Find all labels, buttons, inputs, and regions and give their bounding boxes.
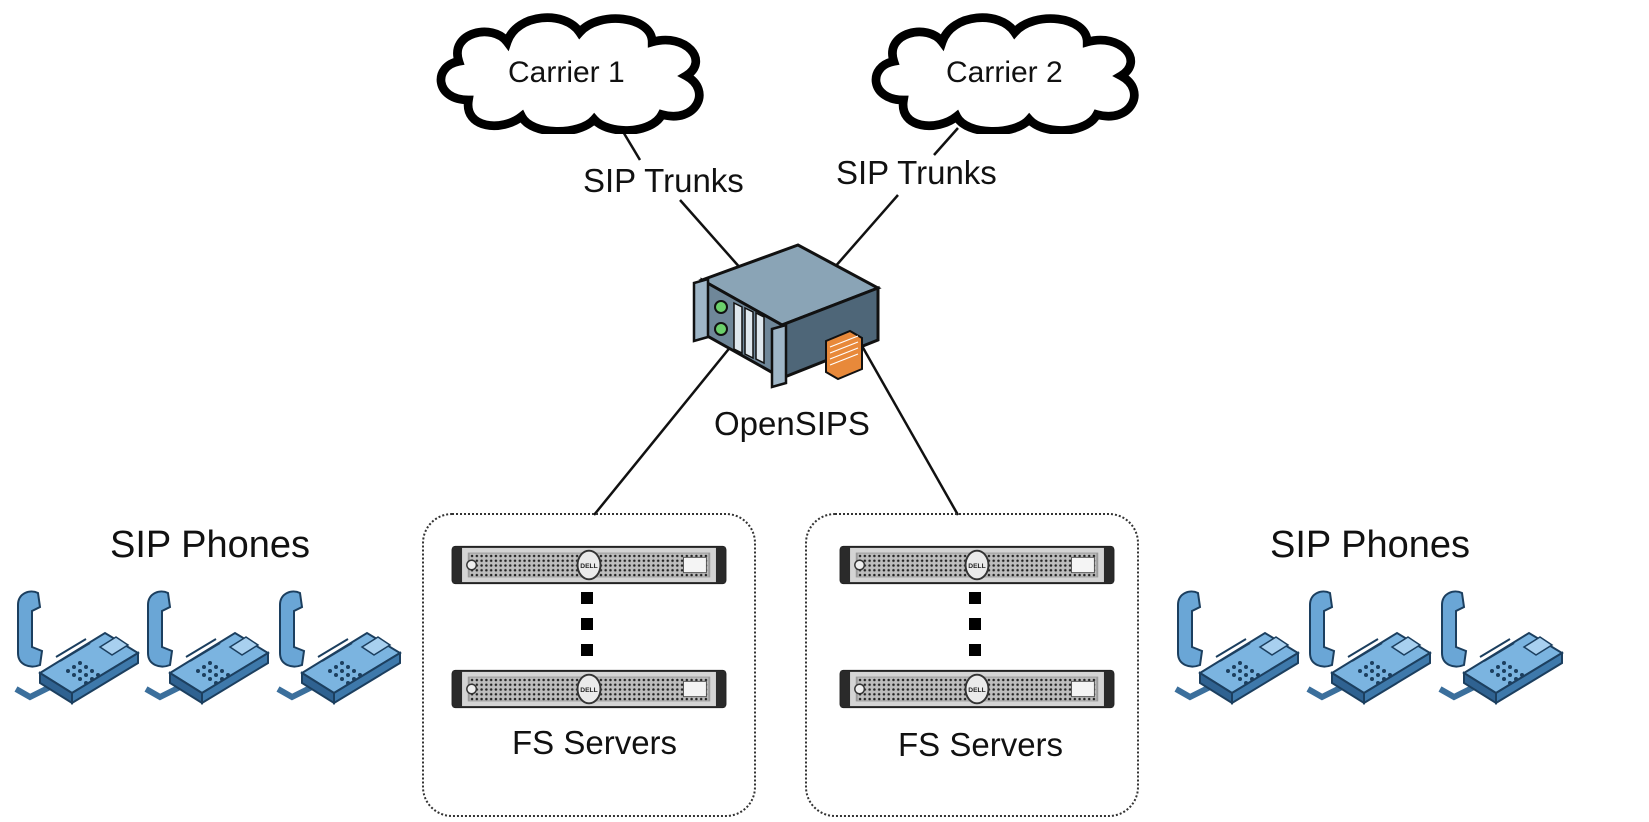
sip-phone-icon-right-2	[1308, 592, 1430, 704]
sip-phone-icon-right-1	[1176, 592, 1298, 704]
sip-trunks-label-1: SIP Trunks	[583, 162, 744, 199]
ellipsis-dot-right-2	[969, 618, 981, 630]
opensips-server-icon	[692, 243, 882, 389]
ellipsis-dot-left-1	[581, 592, 593, 604]
ellipsis-dot-left-3	[581, 644, 593, 656]
sip-phones	[16, 592, 1562, 704]
fs-server-racks	[451, 545, 1115, 709]
sip-phone-icon-left-2	[146, 592, 268, 704]
sip-phones-label-right: SIP Phones	[1270, 524, 1471, 566]
connection-lines	[593, 127, 960, 516]
fs-servers-label-left: FS Servers	[512, 724, 678, 761]
carrier-1-label: Carrier 1	[508, 56, 625, 89]
ellipsis-dot-right-3	[969, 644, 981, 656]
sip-phones-label-left: SIP Phones	[110, 524, 311, 566]
link-carrier2-trunk	[933, 127, 959, 156]
link-opensips-fs-left	[593, 344, 733, 516]
ellipsis-dot-left-2	[581, 618, 593, 630]
fs-servers-label-right: FS Servers	[898, 726, 1064, 763]
sip-phone-icon-left-1	[16, 592, 138, 704]
sip-phone-icon-right-3	[1440, 592, 1562, 704]
sip-phone-icon-left-3	[278, 592, 400, 704]
link-carrier1-trunk	[620, 129, 642, 161]
opensips-label: OpenSIPS	[714, 405, 870, 442]
sip-trunks-label-2: SIP Trunks	[836, 154, 997, 191]
link-trunk1-opensips	[679, 199, 743, 271]
link-opensips-fs-right	[860, 345, 960, 516]
carrier-2-label: Carrier 2	[946, 56, 1063, 89]
fs-group-right	[805, 513, 1139, 817]
fs-group-left	[422, 513, 756, 817]
link-trunk2-opensips	[833, 194, 899, 269]
ellipsis-dot-right-1	[969, 592, 981, 604]
